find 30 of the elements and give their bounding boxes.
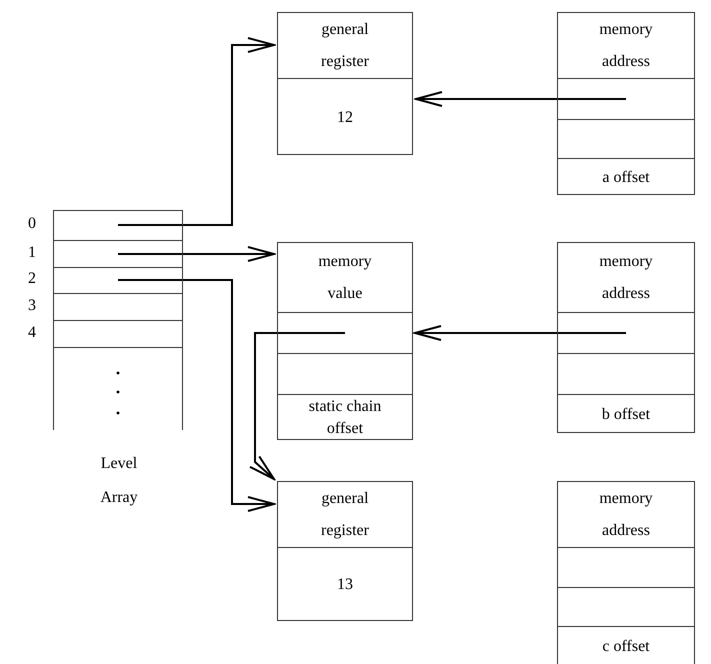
field-value: a offset bbox=[602, 168, 650, 188]
index-label: 2 bbox=[28, 269, 36, 289]
index-label: 4 bbox=[28, 322, 36, 342]
index-label: 3 bbox=[28, 296, 36, 316]
field-header: memory address bbox=[598, 20, 654, 72]
pointer-arrow bbox=[248, 332, 345, 480]
index-label: 1 bbox=[28, 242, 36, 262]
field-header: memory address bbox=[598, 252, 654, 304]
array-caption: Level Array bbox=[99, 454, 139, 508]
field-value: c offset bbox=[602, 636, 650, 656]
pointer-arrow bbox=[118, 37, 275, 226]
index-label: 0 bbox=[28, 214, 36, 234]
pointer-arrow bbox=[118, 246, 275, 262]
field-header: memory value bbox=[317, 252, 373, 304]
record-box bbox=[557, 481, 695, 664]
field-header: general register bbox=[320, 20, 370, 72]
record-box bbox=[277, 481, 413, 621]
record-box bbox=[557, 242, 695, 433]
pointer-arrow bbox=[414, 325, 626, 341]
record-box bbox=[277, 12, 413, 155]
field-value: 12 bbox=[337, 108, 353, 128]
record-box bbox=[277, 242, 413, 440]
field-value: 13 bbox=[337, 575, 353, 595]
field-value: b offset bbox=[602, 404, 650, 424]
field-header: memory address bbox=[598, 488, 654, 540]
pointer-arrow bbox=[118, 279, 275, 512]
pointer-arrow bbox=[415, 91, 626, 107]
field-header: general register bbox=[320, 488, 370, 540]
record-box bbox=[557, 12, 695, 195]
field-value: static chain offset bbox=[308, 397, 382, 439]
